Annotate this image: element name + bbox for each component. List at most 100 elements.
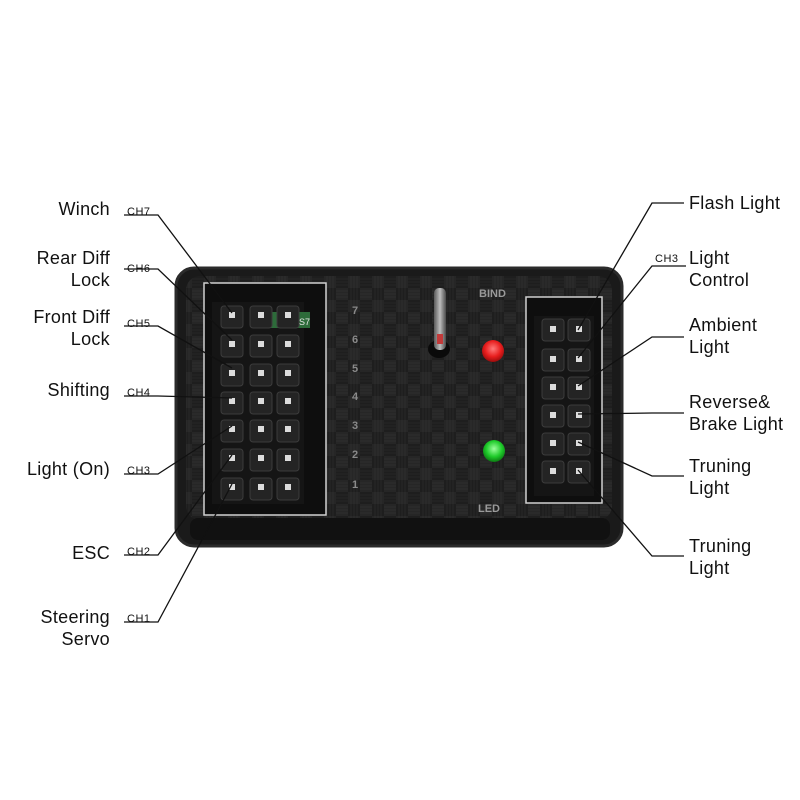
left-pin (220, 305, 244, 329)
bind-label: BIND (479, 288, 506, 300)
channel-number: 1 (352, 479, 358, 491)
left-pin (249, 334, 273, 358)
left-leader-line (124, 325, 233, 369)
right-label: Reverse&Brake Light (689, 391, 783, 435)
left-label-line: Lock (70, 270, 110, 290)
right-label-line: Light (689, 248, 730, 268)
right-label-line: Truning (689, 456, 752, 476)
right-pin (541, 318, 565, 342)
left-label: ESC (72, 542, 110, 564)
left-channel-tag: CH7 (127, 206, 151, 218)
right-pin (567, 376, 591, 400)
leader-lines (124, 202, 686, 623)
left-channel-tag: CH2 (127, 546, 151, 558)
right-channel-tag: CH3 (655, 253, 679, 265)
left-label-line: Lock (70, 329, 110, 349)
left-label-line: Light (On) (26, 459, 110, 479)
led-label: LED (478, 503, 500, 515)
channel-number: 4 (352, 391, 359, 403)
right-label-line: Reverse& (689, 392, 771, 412)
channel-number: 3 (352, 420, 358, 432)
left-label-line: Shifting (47, 380, 110, 400)
channel-number: 5 (352, 363, 358, 375)
right-label: Flash Light (689, 192, 780, 214)
left-channel-tag: CH4 (127, 387, 151, 399)
left-leader-line (124, 454, 233, 556)
left-pin (249, 391, 273, 415)
left-pin (220, 391, 244, 415)
left-channel-tag: CH1 (127, 613, 151, 625)
channel-number: 6 (352, 334, 358, 346)
left-label-line: Rear Diff (36, 248, 110, 268)
left-pin (276, 363, 300, 387)
left-pin (220, 363, 244, 387)
left-pin (220, 419, 244, 443)
right-leader-line (577, 265, 686, 359)
embossed-channel-numbers: 7 6 5 4 3 2 1 (352, 305, 359, 491)
left-pin (220, 477, 244, 501)
left-pin (249, 448, 273, 472)
right-label-line: Brake Light (689, 414, 784, 434)
right-label-line: Control (689, 270, 750, 290)
right-pin (567, 404, 591, 428)
right-leader-line (577, 412, 684, 415)
left-leader-line (124, 214, 233, 314)
right-pin (541, 348, 565, 372)
right-label-line: Light (689, 337, 730, 357)
right-pin (567, 432, 591, 456)
left-pin (220, 334, 244, 358)
left-label-line: Front Diff (33, 307, 110, 327)
antenna (428, 288, 450, 358)
left-label: Winch (58, 198, 110, 220)
left-leader-line (124, 268, 233, 341)
right-leader-line (577, 202, 684, 331)
right-pin-header (525, 296, 603, 504)
left-leader-line (124, 395, 233, 399)
left-pin (276, 334, 300, 358)
left-label: Shifting (48, 379, 110, 401)
channel-number: 2 (352, 449, 358, 461)
left-channel-tag: CH5 (127, 318, 151, 330)
right-pin (541, 460, 565, 484)
left-pin (249, 363, 273, 387)
left-channel-tag: CH3 (127, 465, 151, 477)
left-pin-header (203, 282, 327, 516)
right-pin (541, 404, 565, 428)
left-channel-tag: CH6 (127, 263, 151, 275)
right-label-line: Light (689, 478, 730, 498)
left-pin (249, 305, 273, 329)
right-leader-line (577, 336, 684, 387)
left-label: Light (On) (27, 458, 110, 480)
right-label-line: Light (689, 558, 730, 578)
left-pin (220, 448, 244, 472)
right-leader-line (577, 469, 684, 557)
left-pin (276, 305, 300, 329)
left-label-line: Servo (61, 629, 110, 649)
right-pin (567, 318, 591, 342)
left-pin (276, 419, 300, 443)
right-label-line: Truning (689, 536, 752, 556)
left-label-line: Winch (58, 199, 110, 219)
pcb-tag-label: S7 (299, 317, 310, 327)
right-pin (541, 432, 565, 456)
green-led (483, 440, 505, 462)
right-leader-line (577, 441, 684, 477)
channel-number: 7 (352, 305, 358, 317)
left-pin (249, 477, 273, 501)
left-leader-line (124, 425, 233, 475)
left-pin (249, 419, 273, 443)
left-leader-line (124, 483, 233, 623)
right-label-line: Flash Light (689, 193, 781, 213)
red-led (482, 340, 504, 362)
left-pin (276, 448, 300, 472)
left-pin (276, 477, 300, 501)
right-pin (567, 348, 591, 372)
